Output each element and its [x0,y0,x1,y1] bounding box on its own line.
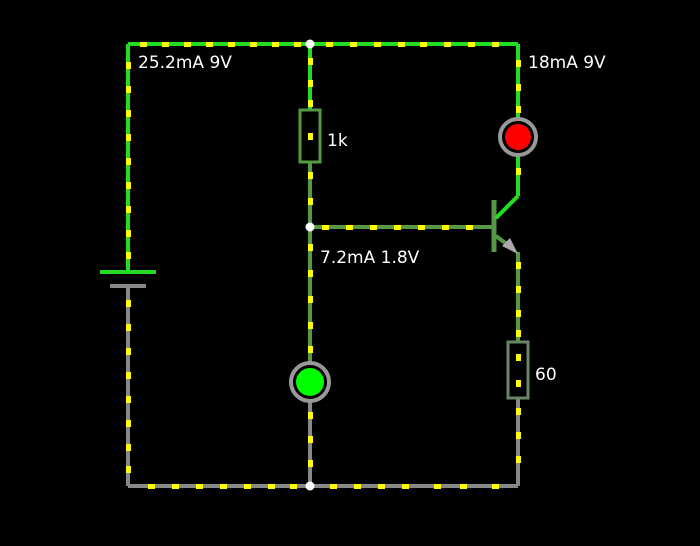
label-emitter-resistor: 60 [535,365,557,385]
junction-base [305,222,315,232]
junction-bottom [305,481,315,491]
dots-left-lower [126,300,131,473]
label-top-resistor: 1k [327,131,348,151]
battery-icon [100,270,156,288]
dots-left-upper [126,62,131,259]
label-right-branch: 18mA 9V [528,53,606,73]
dots-bottom [148,484,499,489]
dots-base [322,225,473,230]
current-dots [126,42,521,489]
label-base-node: 7.2mA 1.8V [320,248,420,268]
resistor-icon [298,108,322,164]
resistor-icon [506,340,530,400]
dots-right [516,60,521,463]
led-icon [289,361,331,403]
led-icon [498,117,538,157]
junction-nodes [305,39,315,491]
npn-transistor-icon [491,194,520,254]
dots-mid [308,58,313,467]
dots-top [140,42,499,47]
junction-top [305,39,315,49]
label-left-branch: 25.2mA 9V [138,53,232,73]
